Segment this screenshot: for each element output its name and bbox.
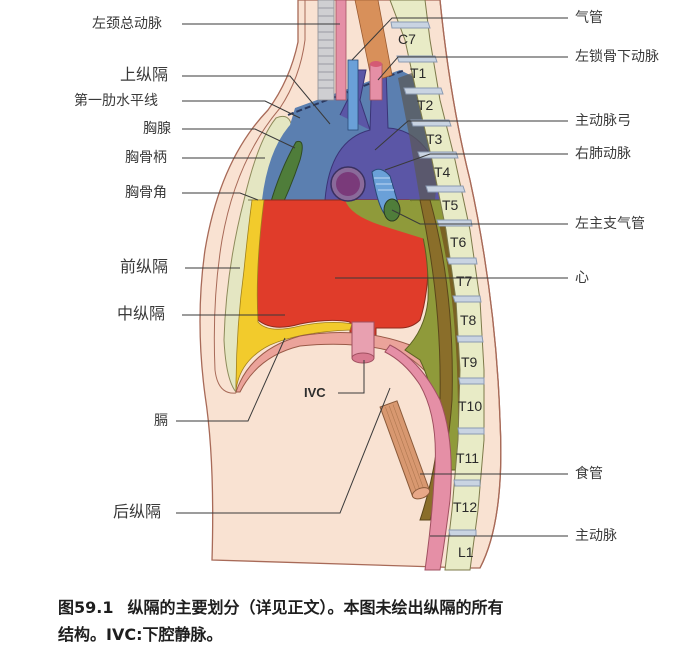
leader-lines-left — [176, 23, 391, 514]
caption-text-1: 纵隔的主要划分（详见正文）。本图未绘出纵隔的所有 — [127, 598, 504, 617]
label-middle-mediastinum: 中纵隔 — [117, 304, 166, 323]
label-ivc: IVC — [304, 385, 326, 400]
svg-text:T10: T10 — [458, 398, 482, 414]
svg-text:T9: T9 — [461, 354, 478, 370]
svg-text:T4: T4 — [434, 164, 451, 180]
label-left-common-carotid: 左颈总动脉 — [92, 16, 162, 32]
label-heart: 心 — [575, 270, 589, 286]
mediastinum-diagram: C7 T1 T2 T3 T4 T5 T6 T7 T8 T9 T10 T11 T1… — [0, 0, 700, 580]
label-left-subclavian: 左锁骨下动脉 — [575, 49, 659, 65]
caption-line-1: 图59.1 纵隔的主要划分（详见正文）。本图未绘出纵隔的所有 — [58, 594, 678, 621]
label-first-rib-level: 第一肋水平线 — [74, 93, 158, 109]
svg-text:T5: T5 — [442, 197, 459, 213]
svg-text:T2: T2 — [417, 97, 434, 113]
anatomy-illustration: C7 T1 T2 T3 T4 T5 T6 T7 T8 T9 T10 T11 T1… — [0, 0, 700, 580]
right-pulmonary-artery — [330, 166, 366, 202]
vertebra-labels: C7 T1 T2 T3 T4 T5 T6 T7 T8 T9 T10 T11 T1… — [398, 31, 482, 560]
svg-text:T12: T12 — [453, 499, 477, 515]
leader-lines-right — [335, 17, 568, 537]
label-left-main-bronchus: 左主支气管 — [575, 216, 645, 232]
svg-text:T6: T6 — [450, 234, 467, 250]
ivc-vessel — [351, 321, 375, 364]
svg-text:T11: T11 — [456, 450, 479, 466]
label-sternal-angle: 胸骨角 — [125, 185, 167, 201]
left-common-carotid — [335, 0, 347, 101]
figure-number: 图59.1 — [58, 598, 114, 617]
label-thymus: 胸腺 — [143, 121, 171, 137]
svg-text:T1: T1 — [410, 65, 427, 81]
label-diaphragm: 膈 — [154, 413, 168, 429]
esophagus-lower — [379, 400, 431, 500]
label-anterior-mediastinum: 前纵隔 — [120, 257, 169, 276]
svg-text:C7: C7 — [398, 31, 416, 47]
trachea — [317, 0, 359, 131]
label-esophagus: 食管 — [575, 466, 603, 482]
label-manubrium: 胸骨柄 — [125, 150, 167, 166]
label-posterior-mediastinum: 后纵隔 — [113, 502, 162, 521]
caption-line-2: 结构。IVC:下腔静脉。 — [58, 625, 223, 644]
figure-caption: 图59.1 纵隔的主要划分（详见正文）。本图未绘出纵隔的所有 结构。IVC:下腔静… — [58, 594, 678, 648]
svg-text:T7: T7 — [456, 273, 473, 289]
svg-text:T8: T8 — [460, 312, 477, 328]
svg-text:T3: T3 — [426, 131, 443, 147]
label-trachea: 气管 — [575, 10, 603, 26]
label-aortic-arch: 主动脉弓 — [575, 113, 631, 129]
anterior-mediastinum-region — [235, 199, 353, 391]
label-superior-mediastinum: 上纵隔 — [120, 65, 169, 84]
left-subclavian-artery — [369, 61, 383, 101]
label-aorta: 主动脉 — [575, 528, 617, 544]
label-right-pulmonary-artery: 右肺动脉 — [575, 146, 631, 162]
